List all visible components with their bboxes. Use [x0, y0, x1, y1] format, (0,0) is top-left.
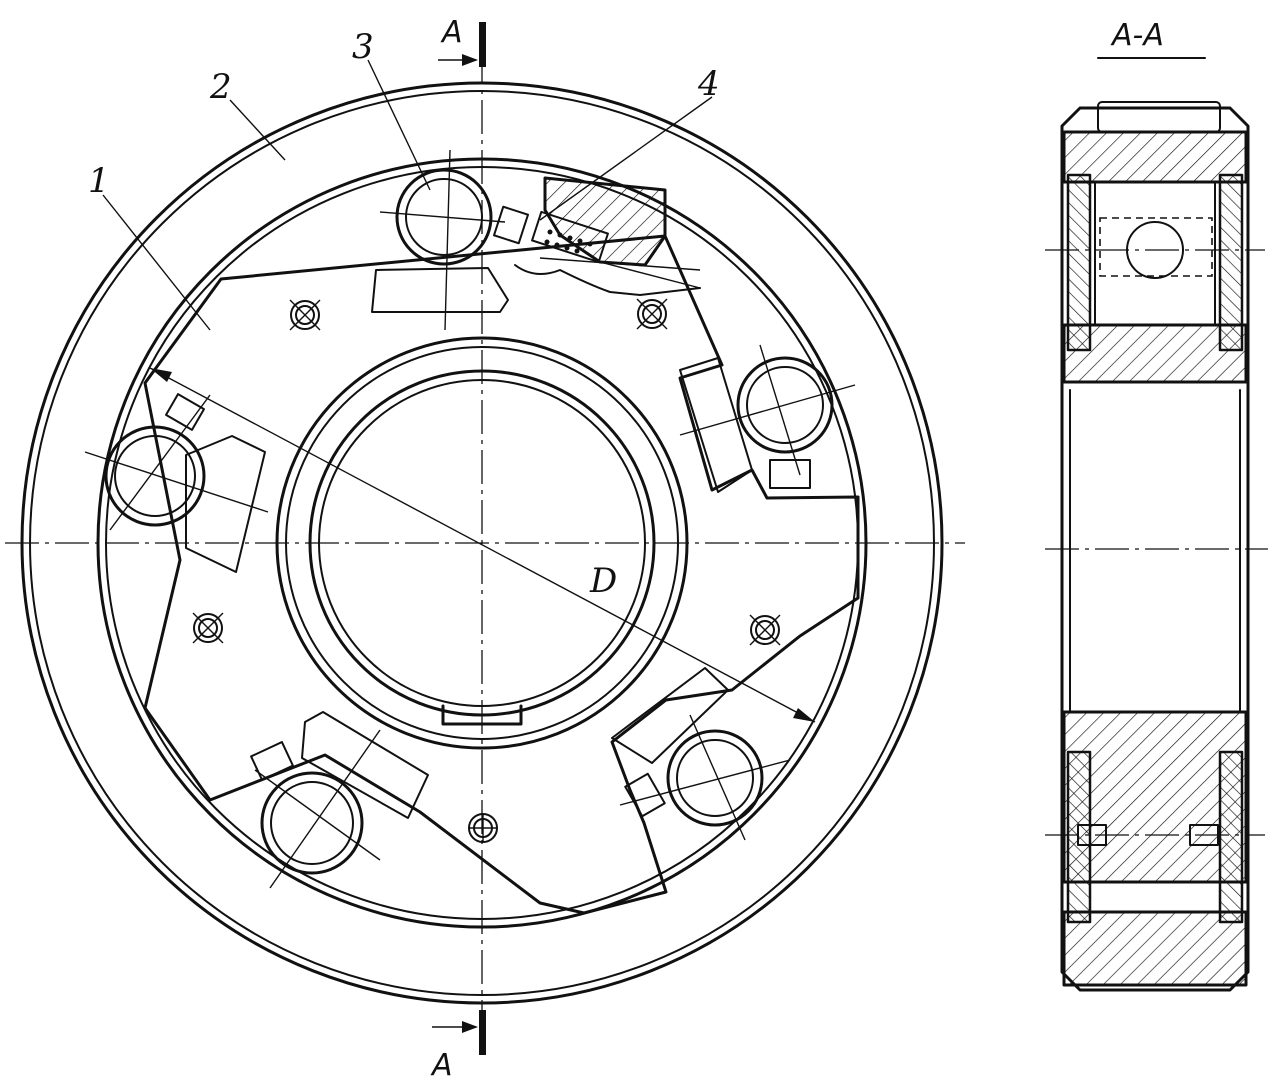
screw-2 [636, 298, 668, 330]
section-mark-top: A [438, 15, 486, 67]
roller-bottom-left [254, 729, 381, 889]
central-bore [275, 336, 689, 750]
diameter-dimension: D [149, 367, 816, 723]
screw-5 [468, 813, 498, 843]
roller-left [84, 394, 269, 531]
screw-1 [289, 299, 321, 331]
section-letter-bottom: A [430, 1048, 453, 1083]
spring-block-part-4 [493, 176, 701, 296]
screw-4 [749, 614, 781, 646]
upper-hub-section [1062, 323, 1248, 384]
roller-top [379, 149, 506, 331]
spring-plungers [165, 267, 811, 819]
main-view: D 1 2 3 4 A A [5, 15, 965, 1083]
lower-outer-ring-section [1062, 910, 1248, 987]
section-view-A-A: A-A [1045, 18, 1268, 992]
section-mark-bottom: A [430, 1010, 486, 1083]
section-title: A-A [1110, 18, 1164, 53]
section-outline [1060, 106, 1250, 992]
upper-outer-ring-section [1062, 130, 1248, 184]
part-leaders [102, 59, 713, 331]
dimension-label-D: D [589, 561, 617, 601]
hub-part-1 [143, 234, 860, 915]
roller-right [679, 344, 856, 476]
screws [192, 298, 781, 843]
part-label-3: 3 [352, 27, 374, 67]
part-label-2: 2 [209, 67, 232, 107]
screw-3 [192, 612, 224, 644]
rollers-part-3 [84, 149, 856, 889]
roller-bottom-right [619, 714, 791, 841]
lower-hub-section [1062, 710, 1248, 884]
section-letter-top: A [440, 15, 463, 50]
part-label-1: 1 [88, 161, 110, 201]
part-label-4: 4 [697, 64, 720, 104]
